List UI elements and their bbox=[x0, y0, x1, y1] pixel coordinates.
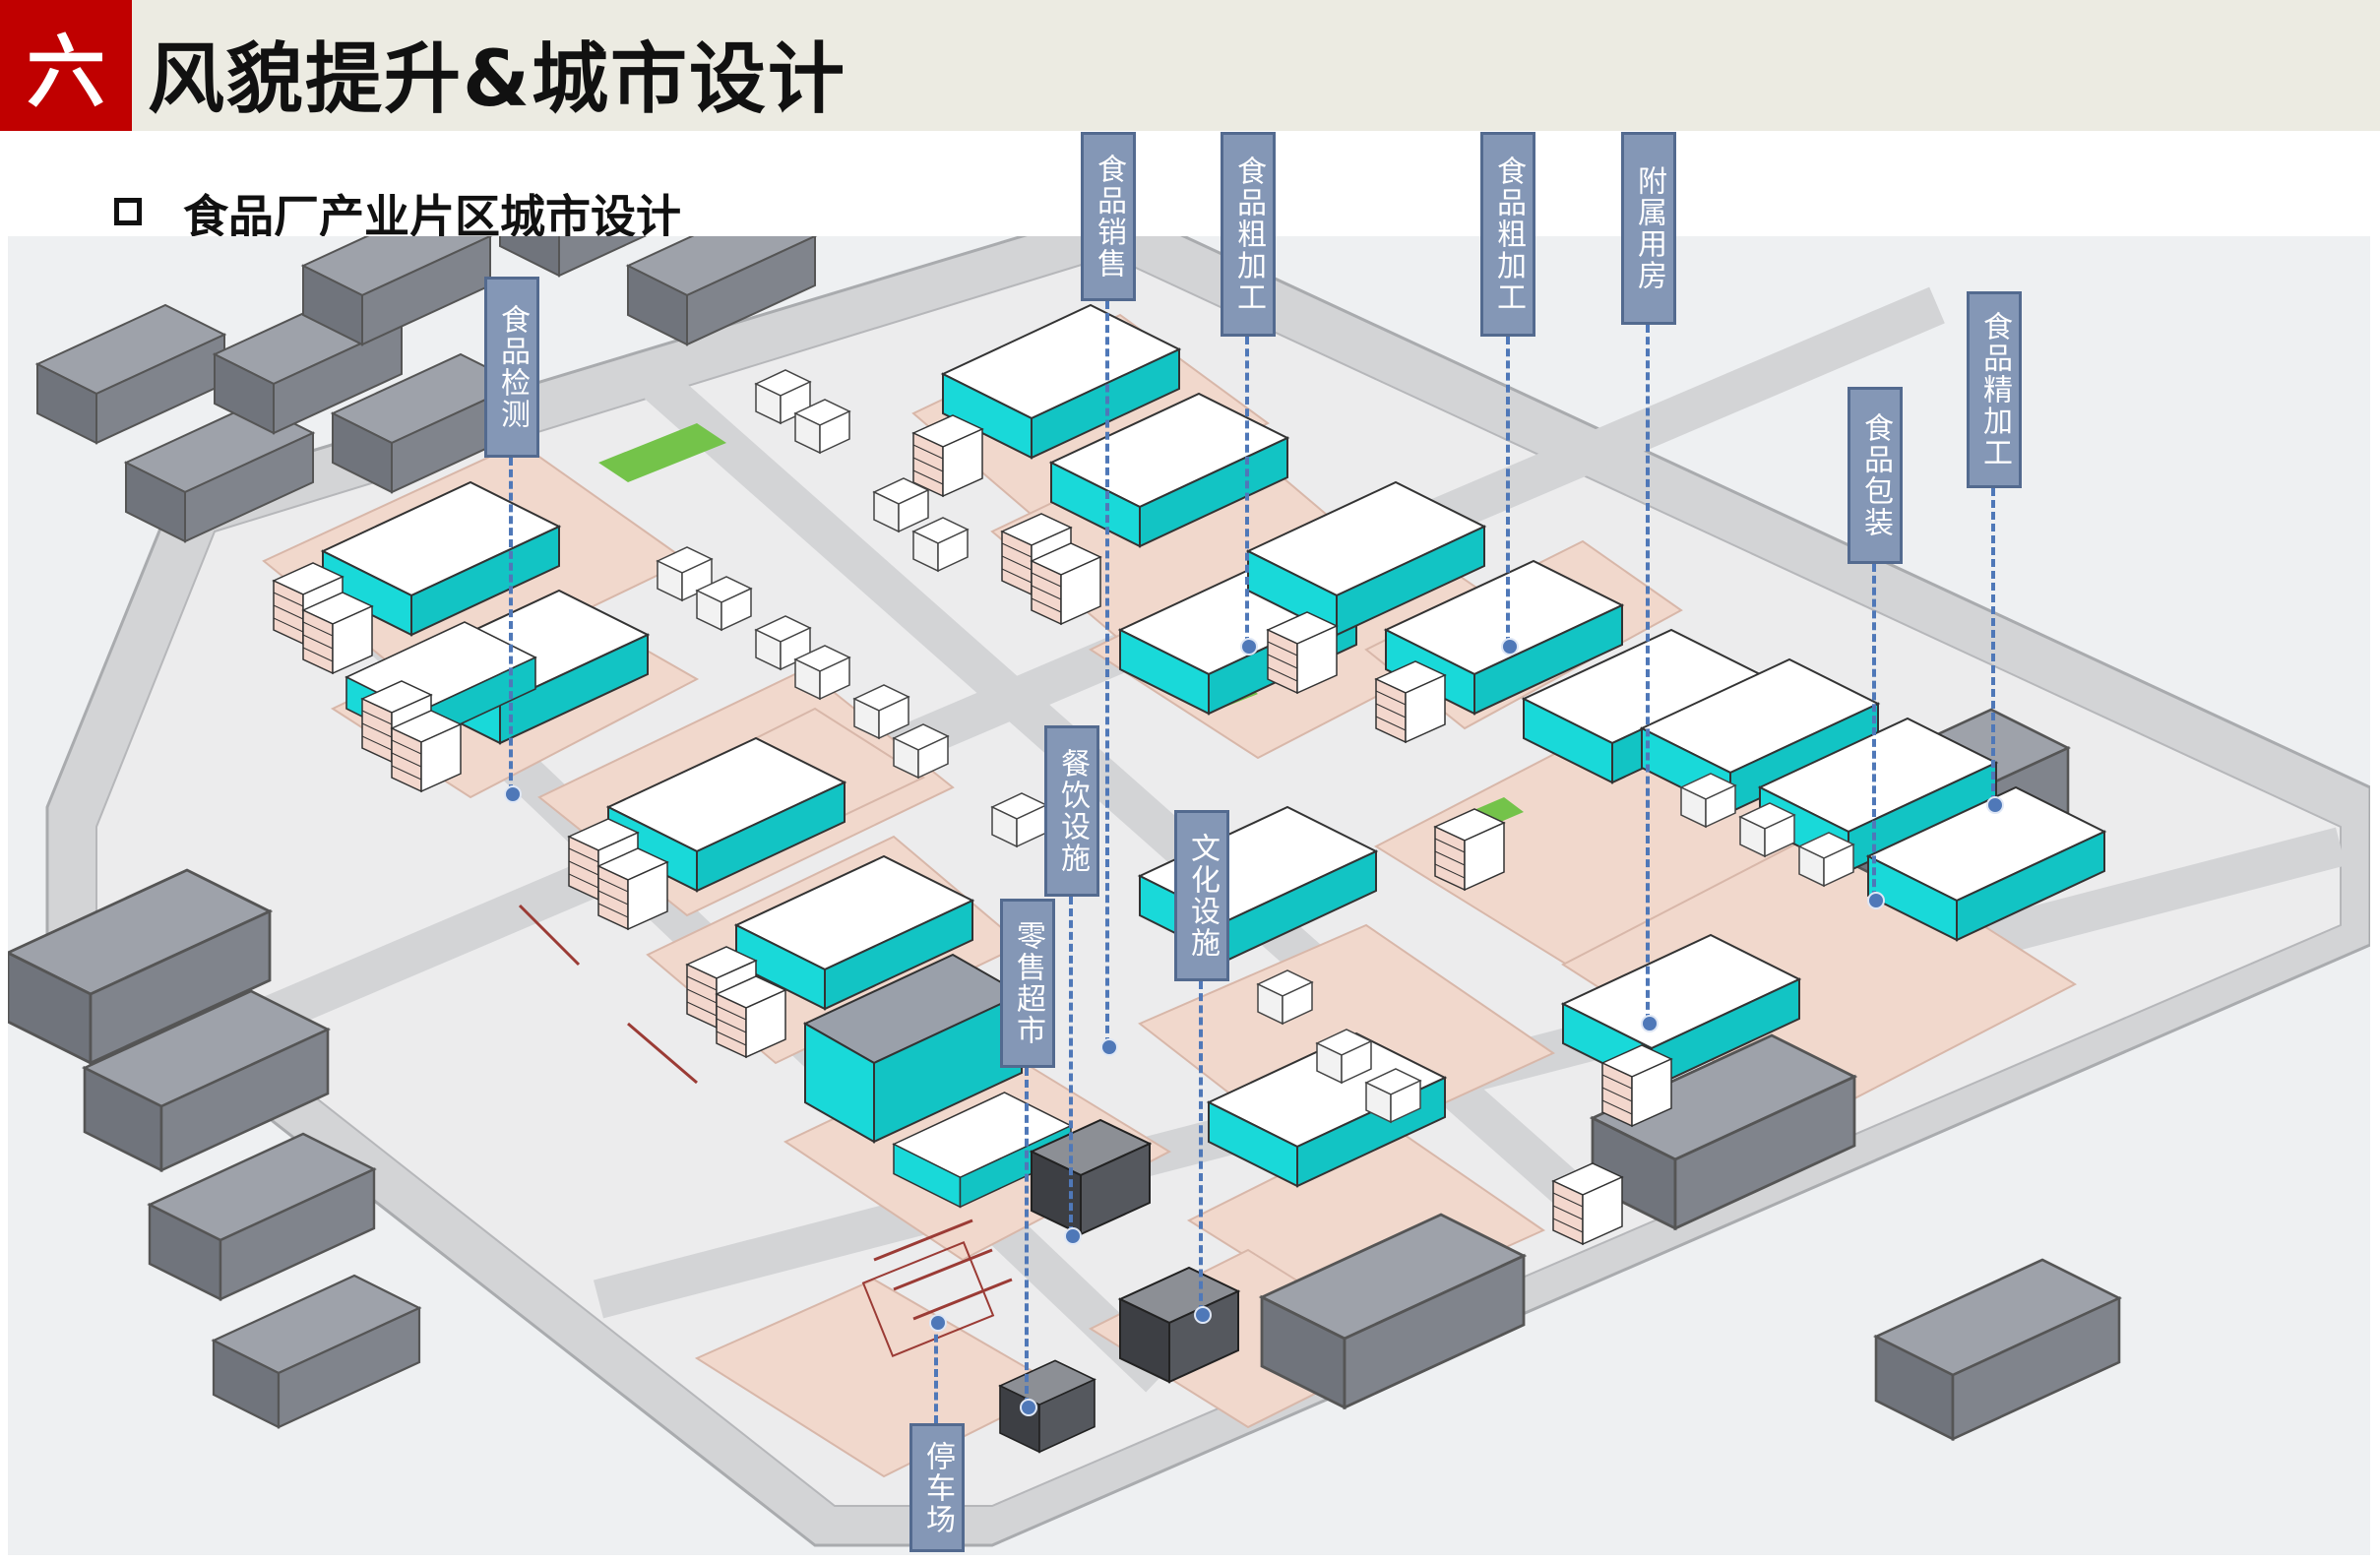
leader-food-packaging bbox=[1872, 564, 1876, 899]
label-parking-lot: 停车场 bbox=[909, 1423, 965, 1552]
leader-parking-lot bbox=[934, 1323, 938, 1423]
label-food-rough-processing-2: 食品粗加工 bbox=[1480, 132, 1535, 337]
label-ancillary-housing: 附属用房 bbox=[1621, 132, 1676, 325]
label-food-fine-processing: 食品精加工 bbox=[1967, 291, 2022, 488]
leader-food-fine-processing bbox=[1991, 488, 1995, 803]
pin-food-testing bbox=[504, 785, 522, 803]
leader-cultural-facility bbox=[1199, 981, 1203, 1313]
label-catering-facility: 餐饮设施 bbox=[1044, 725, 1099, 897]
leader-food-sales bbox=[1105, 301, 1109, 1045]
pin-food-fine-processing bbox=[1986, 796, 2004, 814]
leader-food-testing bbox=[509, 458, 513, 792]
pin-parking-lot bbox=[929, 1314, 947, 1332]
pin-food-packaging bbox=[1867, 892, 1885, 909]
leader-ancillary-housing bbox=[1646, 325, 1650, 1022]
pin-food-sales bbox=[1100, 1038, 1118, 1056]
label-food-sales: 食品销售 bbox=[1081, 132, 1136, 301]
leader-retail-supermarket bbox=[1025, 1068, 1029, 1406]
label-food-testing: 食品检测 bbox=[484, 277, 539, 458]
leader-catering-facility bbox=[1069, 897, 1073, 1234]
page-title: 风貌提升&城市设计 bbox=[148, 35, 847, 124]
label-food-packaging: 食品包装 bbox=[1848, 387, 1903, 564]
label-food-rough-processing-1: 食品粗加工 bbox=[1221, 132, 1276, 337]
pin-catering-facility bbox=[1064, 1227, 1082, 1245]
chapter-number-badge: 六 bbox=[0, 0, 132, 131]
header-bar: 六 风貌提升&城市设计 bbox=[0, 0, 2380, 131]
label-retail-supermarket: 零售超市 bbox=[1000, 899, 1055, 1068]
pin-retail-supermarket bbox=[1020, 1399, 1037, 1416]
leader-food-rough-processing-2 bbox=[1506, 337, 1510, 645]
leader-food-rough-processing-1 bbox=[1245, 337, 1249, 645]
section-bullet-icon bbox=[114, 198, 142, 225]
pin-cultural-facility bbox=[1194, 1306, 1212, 1324]
pin-food-rough-processing-2 bbox=[1501, 638, 1519, 656]
pin-food-rough-processing-1 bbox=[1240, 638, 1258, 656]
section-title: 食品厂产业片区城市设计 bbox=[183, 190, 681, 243]
pin-ancillary-housing bbox=[1641, 1015, 1659, 1032]
label-cultural-facility: 文化设施 bbox=[1174, 810, 1229, 981]
